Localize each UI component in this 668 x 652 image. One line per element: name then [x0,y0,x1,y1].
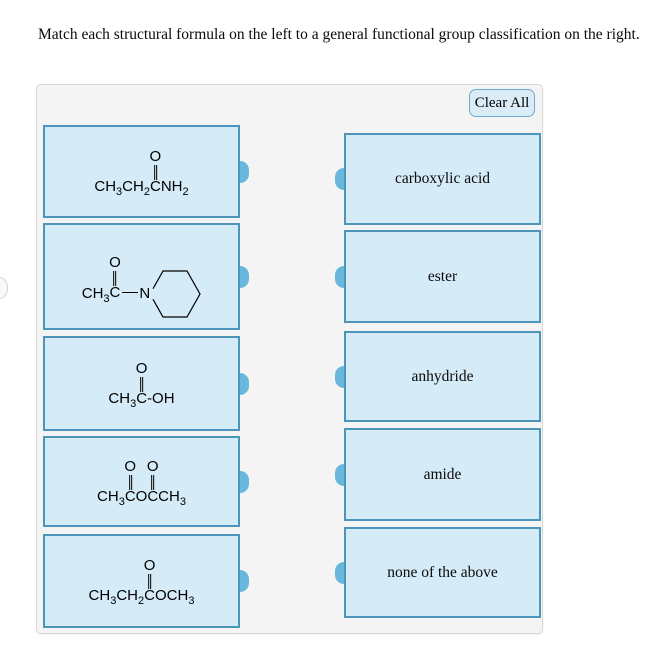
answer-card-amide[interactable]: amide [335,428,541,521]
double-bond [148,574,152,590]
formula-subscript: 3 [116,185,123,198]
double-bond [140,376,144,392]
formula-subscript: 2 [182,185,189,198]
double-bond [151,474,155,490]
formula-text: CH [158,487,180,505]
clear-all-button[interactable]: Clear All [469,89,535,117]
formula-text: N [139,284,151,302]
left-connector-nub[interactable] [335,561,344,584]
left-connector-nub[interactable] [335,168,344,190]
formula-subscript: 2 [143,185,150,198]
right-connector-nub[interactable] [240,570,249,592]
answer-card-ester[interactable]: ester [335,230,541,323]
formula-text: CH [88,587,111,605]
formula-subscript: 3 [130,397,137,410]
formula-subscript: 3 [118,495,125,508]
oxygen-atom: O [146,457,159,475]
double-bond [153,164,157,180]
formula-text: CH [122,177,144,195]
carbonyl-oxygen-group: O [124,459,136,490]
oxygen-atom: O [149,147,162,165]
formula-text: CH [108,389,131,407]
double-bond [128,474,132,490]
left-connector-nub[interactable] [335,463,344,486]
answer-label: ester [427,267,458,285]
answer-label: anhydride [411,367,474,385]
right-connector-nub[interactable] [240,372,249,395]
left-connector-nub[interactable] [335,365,344,388]
formula-subscript: 3 [179,495,186,508]
formula-text: CH [94,177,117,195]
question-prompt: Match each structural formula on the lef… [38,26,640,43]
formula-text: CH [81,284,104,302]
formula-text: CH [97,487,119,505]
carbonyl-oxygen-group: O [109,254,121,287]
double-bond [113,271,117,287]
piperidine-ring-icon [152,269,201,318]
formula-text: OCH [154,587,189,605]
formula-subscript: 3 [110,595,117,608]
answer-label: none of the above [387,563,498,581]
formula-text: NH [160,177,183,195]
carbonyl-oxygen-group: O [143,557,156,590]
answer-label: amide [423,465,462,483]
oxygen-atom: O [143,557,156,575]
formula-subscript: 2 [138,595,145,608]
formula-text: CH [116,587,139,605]
formula-text: O [135,487,148,505]
oxygen-atom: O [135,359,148,377]
carbonyl-oxygen-group: O [149,147,162,180]
answer-card-none-of-the-above[interactable]: none of the above [335,527,541,618]
right-connector-nub[interactable] [240,265,249,288]
left-connector-nub[interactable] [335,265,344,288]
oxygen-atom: O [124,457,137,475]
answer-card-carboxylic-acid[interactable]: carboxylic acid [335,133,541,225]
answer-card-anhydride[interactable]: anhydride [335,331,541,422]
carbonyl-oxygen-group: O [135,359,148,392]
formula-subscript: 3 [188,595,195,608]
formula-text: -OH [147,389,175,407]
right-connector-nub[interactable] [240,470,249,493]
answer-label: carboxylic acid [394,170,491,187]
oxygen-atom: O [109,254,121,272]
formula-subscript: 3 [103,292,110,305]
right-connector-nub[interactable] [240,160,249,183]
single-bond [122,291,139,294]
left-edge-handle[interactable] [0,277,8,299]
carbonyl-oxygen-group: O [147,459,159,490]
